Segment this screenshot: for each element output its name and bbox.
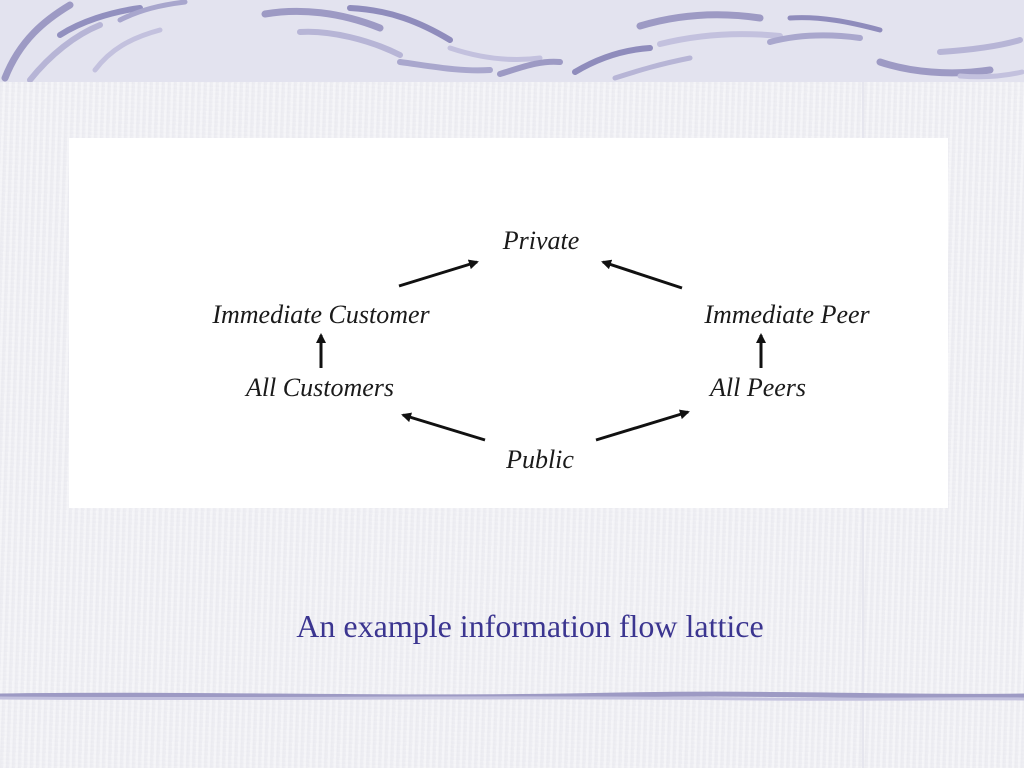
decorative-header-band: [0, 0, 1024, 82]
edge-public-to-all-peers: [595, 409, 690, 442]
node-public: Public: [505, 445, 574, 474]
edge-immediate-customer-to-private: [398, 259, 479, 288]
node-immediate-peer: Immediate Peer: [703, 300, 870, 329]
node-immediate-customer: Immediate Customer: [211, 300, 430, 329]
slide-caption: An example information flow lattice: [296, 608, 764, 644]
lattice-diagram: Private Immediate Customer Immediate Pee…: [69, 138, 948, 508]
brush-stroke-icon: [0, 691, 1024, 701]
node-all-peers: All Peers: [708, 373, 806, 402]
swirl-ornament-icon: [1, 0, 1024, 82]
lattice-diagram-svg: Private Immediate Customer Immediate Pee…: [211, 226, 870, 474]
edge-immediate-peer-to-private: [601, 259, 683, 290]
node-private: Private: [502, 226, 580, 255]
node-all-customers: All Customers: [244, 373, 394, 402]
edge-public-to-all-customers: [401, 412, 486, 442]
decorative-bottom-rule: [0, 684, 1024, 710]
